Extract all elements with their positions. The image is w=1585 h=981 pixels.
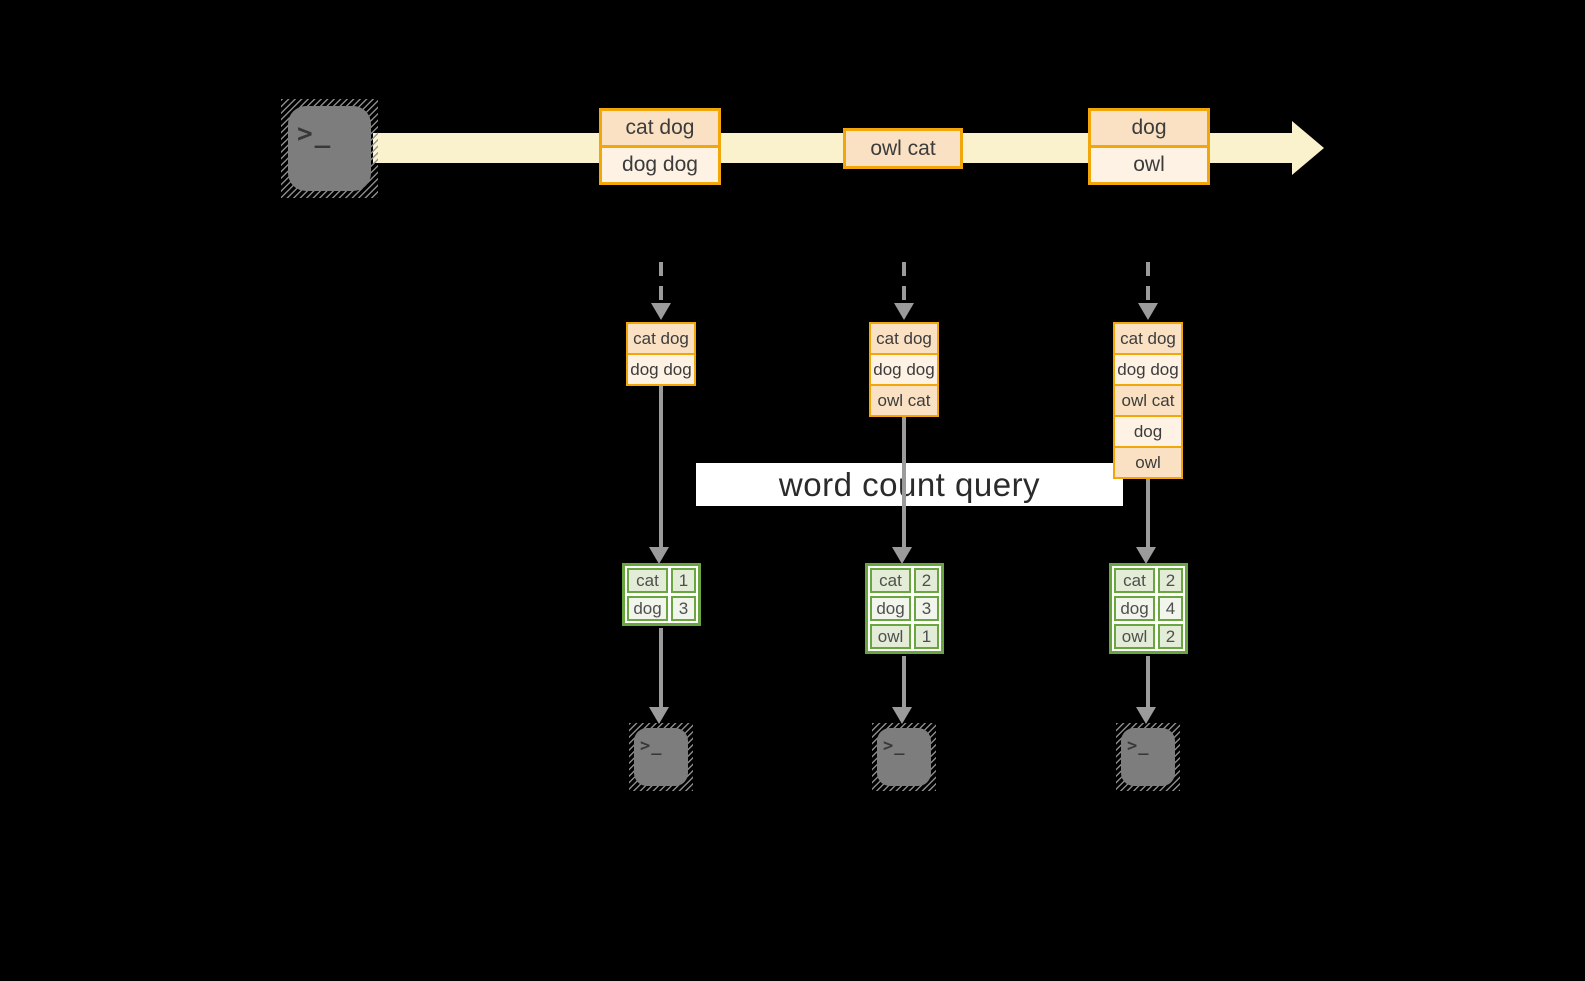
stream-arrowhead-icon (1292, 121, 1324, 175)
terminal-prompt-glyph: >_ (1127, 736, 1150, 756)
query-arrow-line (902, 417, 906, 547)
result-count: 2 (914, 568, 939, 593)
result-count: 2 (1158, 568, 1183, 593)
output-arrow-line (902, 656, 906, 707)
result-table-3: cat 2 dog 4 owl 2 (1109, 563, 1188, 654)
input-row: cat dog (869, 322, 939, 355)
dashed-arrow-line (659, 262, 663, 304)
output-arrow-line (659, 628, 663, 707)
output-arrowhead-icon (892, 707, 912, 724)
result-word: owl (1114, 624, 1155, 649)
terminal-source-icon: >_ (281, 99, 378, 198)
result-count: 1 (914, 624, 939, 649)
result-word: dog (870, 596, 911, 621)
result-word: dog (1114, 596, 1155, 621)
dashed-arrowhead-icon (651, 303, 671, 320)
input-row: dog (1113, 415, 1183, 448)
input-row: dog dog (626, 353, 696, 386)
input-row: dog dog (1113, 353, 1183, 386)
dashed-arrowhead-icon (894, 303, 914, 320)
result-table-2: cat 2 dog 3 owl 1 (865, 563, 944, 654)
result-word: cat (1114, 568, 1155, 593)
result-count: 3 (671, 596, 696, 621)
stream-record-2: owl cat (843, 128, 963, 169)
query-arrowhead-icon (892, 547, 912, 564)
output-arrowhead-icon (1136, 707, 1156, 724)
stream-record-line: dog dog (599, 145, 721, 185)
terminal-screen (634, 728, 688, 786)
input-stack-1: cat dog dog dog (626, 322, 696, 386)
terminal-screen (877, 728, 931, 786)
input-row: owl (1113, 446, 1183, 479)
query-arrow-line (1146, 479, 1150, 547)
result-word: cat (627, 568, 668, 593)
result-count: 2 (1158, 624, 1183, 649)
input-row: owl cat (869, 384, 939, 417)
stream-record-line: owl cat (843, 128, 963, 169)
result-word: cat (870, 568, 911, 593)
terminal-sink-icon-1: >_ (629, 723, 693, 791)
query-arrow-line (659, 386, 663, 547)
stream-record-line: dog (1088, 108, 1210, 148)
query-arrowhead-icon (1136, 547, 1156, 564)
query-arrowhead-icon (649, 547, 669, 564)
result-count: 3 (914, 596, 939, 621)
input-row: cat dog (1113, 322, 1183, 355)
input-row: cat dog (626, 322, 696, 355)
terminal-screen (288, 106, 371, 191)
input-stack-3: cat dog dog dog owl cat dog owl (1113, 322, 1183, 479)
result-table-1: cat 1 dog 3 (622, 563, 701, 626)
input-stack-2: cat dog dog dog owl cat (869, 322, 939, 417)
terminal-prompt-glyph: >_ (297, 119, 333, 149)
stream-record-line: cat dog (599, 108, 721, 148)
result-count: 4 (1158, 596, 1183, 621)
dashed-arrow-line (902, 262, 906, 304)
terminal-sink-icon-3: >_ (1116, 723, 1180, 791)
result-word: dog (627, 596, 668, 621)
terminal-prompt-glyph: >_ (640, 736, 663, 756)
terminal-sink-icon-2: >_ (872, 723, 936, 791)
terminal-screen (1121, 728, 1175, 786)
query-label: word count query (696, 463, 1123, 506)
dashed-arrow-line (1146, 262, 1150, 304)
stream-record-3: dog owl (1088, 108, 1210, 185)
stream-record-1: cat dog dog dog (599, 108, 721, 185)
dashed-arrowhead-icon (1138, 303, 1158, 320)
stream-record-line: owl (1088, 145, 1210, 185)
input-row: owl cat (1113, 384, 1183, 417)
result-word: owl (870, 624, 911, 649)
input-row: dog dog (869, 353, 939, 386)
terminal-prompt-glyph: >_ (883, 736, 906, 756)
output-arrowhead-icon (649, 707, 669, 724)
output-arrow-line (1146, 656, 1150, 707)
result-count: 1 (671, 568, 696, 593)
